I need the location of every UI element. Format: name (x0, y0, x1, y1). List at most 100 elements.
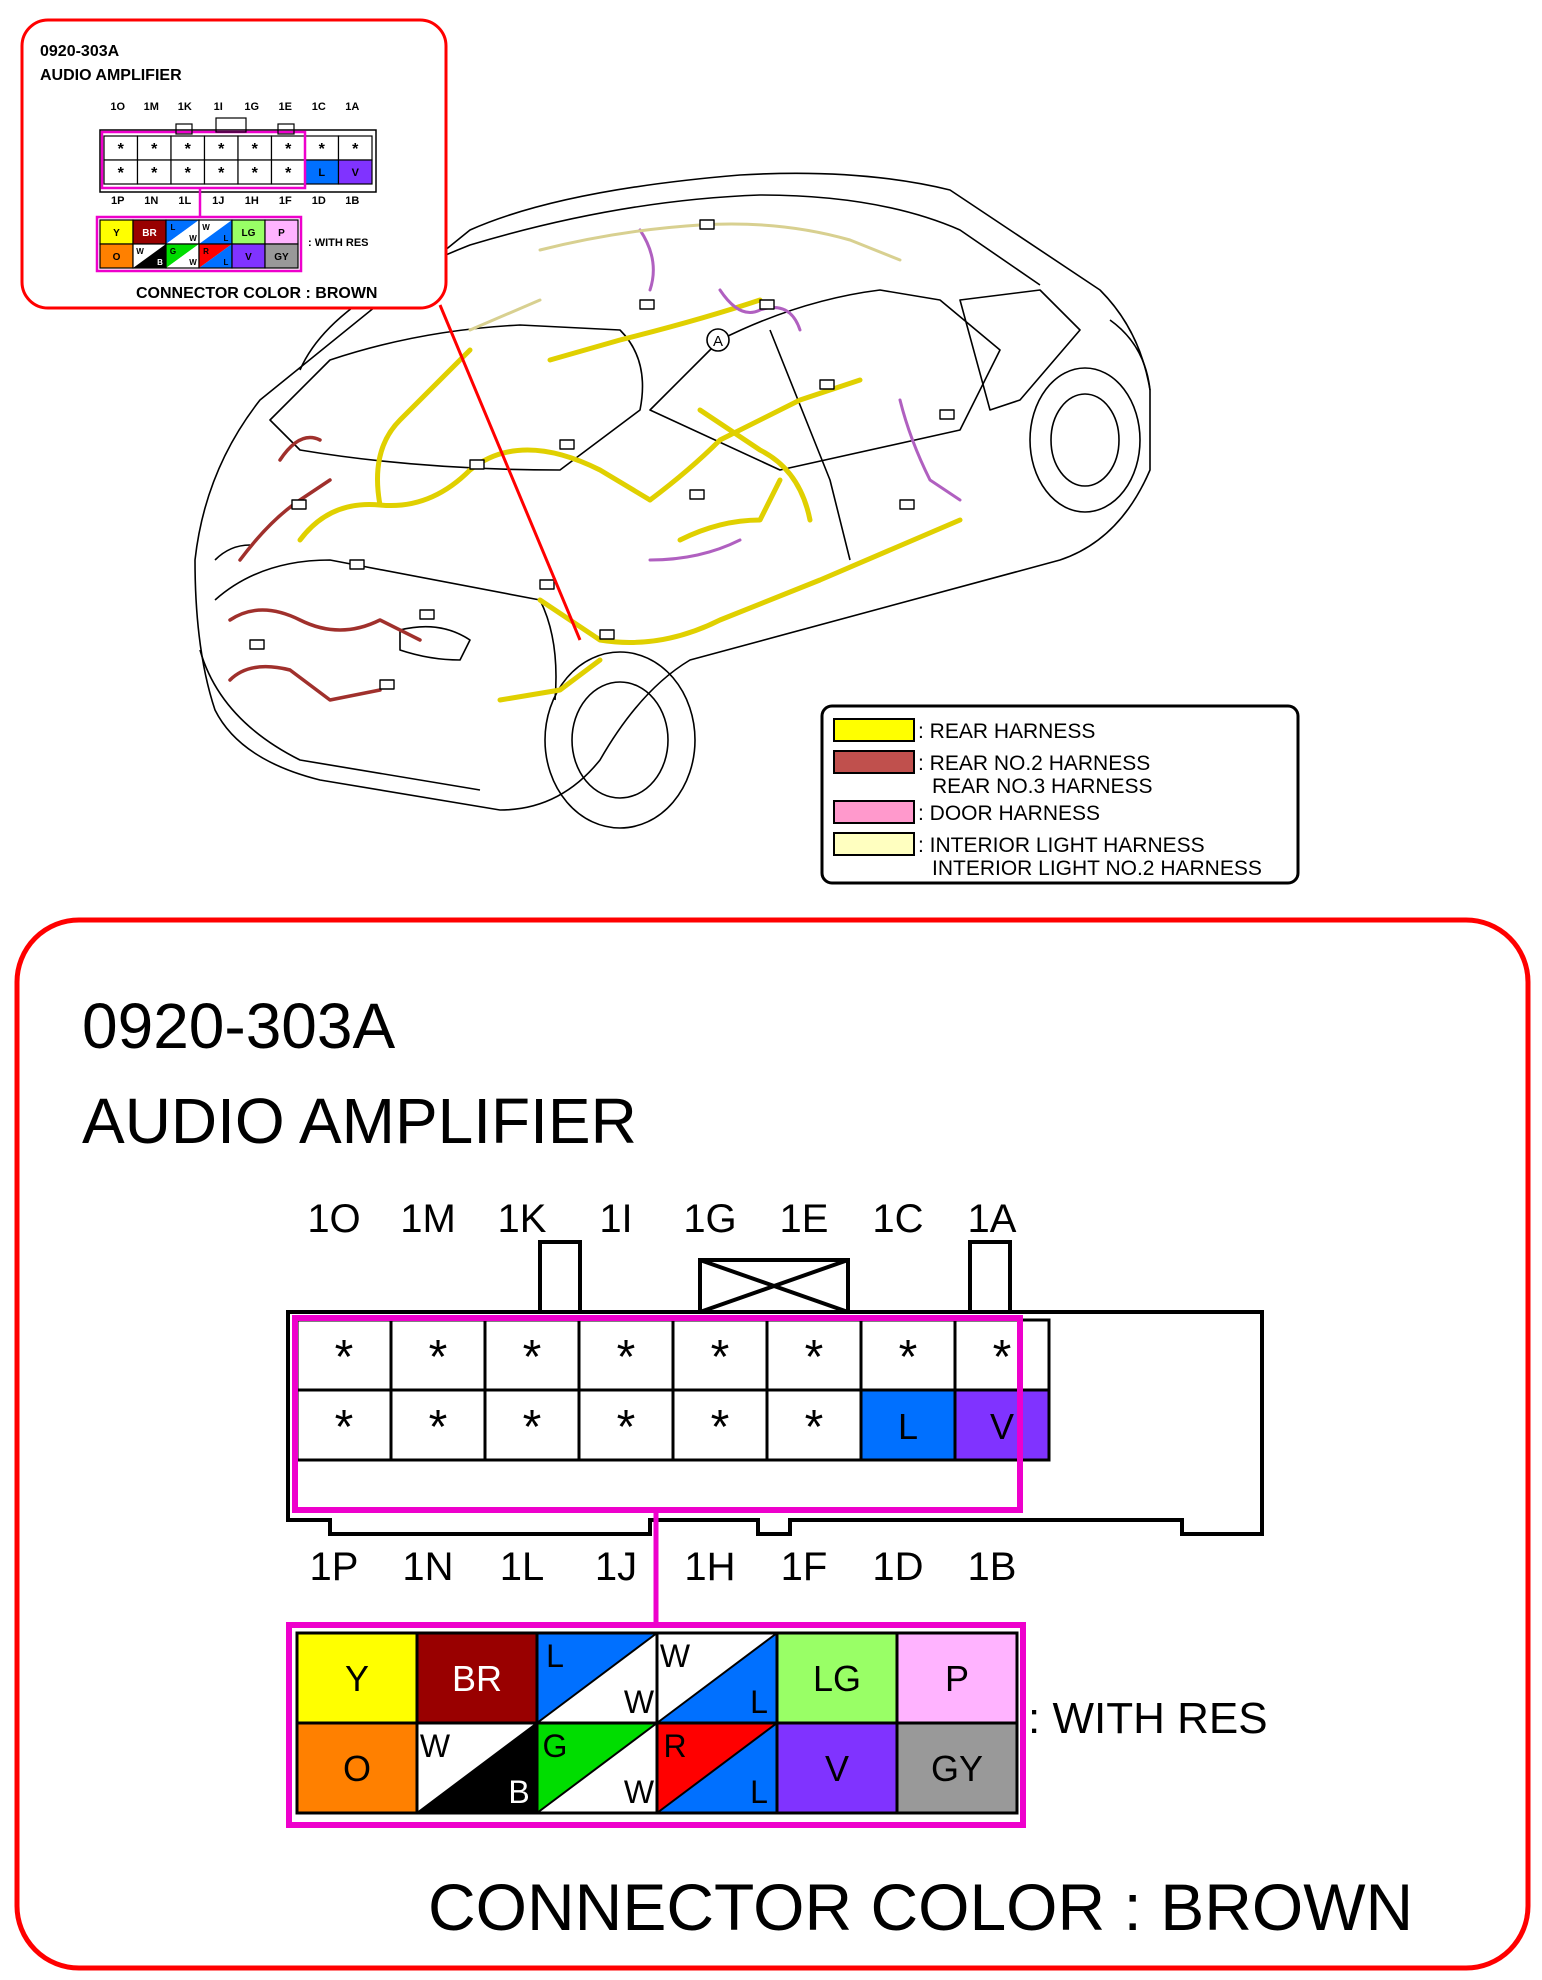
small-pin-value: * (185, 141, 192, 158)
small-pin-cell (170, 159, 206, 185)
wire-color-stripe: L (750, 1684, 768, 1720)
wire-color-label: O (343, 1748, 371, 1789)
legend-swatch (833, 832, 915, 856)
wire-color-cell: WL (655, 1631, 779, 1725)
small-pin-value: * (218, 165, 225, 182)
small-wire-color-cell: WB (132, 243, 167, 269)
wire-color-cell: LG (775, 1631, 899, 1725)
small-top-pin-label: 1I (214, 101, 223, 113)
small-pin-value: * (185, 165, 192, 182)
small-pin-cell (304, 159, 340, 185)
bottom-pin-label: 1P (310, 1545, 359, 1589)
small-wire-color-label: Y (113, 228, 120, 239)
small-pin-value: * (218, 141, 225, 158)
wire-color-cell: Y (295, 1631, 419, 1725)
small-wire-color-stripe: W (189, 258, 197, 267)
legend-item: : DOOR HARNESS (833, 800, 1100, 825)
pin-value: * (523, 1401, 542, 1454)
small-bottom-pin-label: 1H (245, 195, 259, 207)
small-bottom-pin-label: 1J (212, 195, 224, 207)
small-pin-cell (203, 135, 239, 161)
small-bottom-pin-label: 1P (111, 195, 124, 207)
legend-swatch (833, 718, 915, 742)
small-pin-cell (203, 159, 239, 185)
small-connector-color: CONNECTOR COLOR : BROWN (136, 285, 377, 302)
small-wire-color-label: P (278, 228, 285, 239)
pin-cell (953, 1318, 1051, 1392)
bottom-pin-label: 1N (402, 1545, 453, 1589)
small-wire-color-primary: R (203, 247, 209, 256)
pin-value: * (805, 1401, 824, 1454)
wire-color-stripe: L (750, 1774, 768, 1810)
wire-color-label: Y (345, 1658, 369, 1699)
legend-swatch (833, 800, 915, 824)
pin-cell (859, 1388, 957, 1462)
small-pin-value: V (352, 167, 360, 179)
small-pin-value: * (151, 165, 158, 182)
wire-color-cell: BR (415, 1631, 539, 1725)
small-pin-value: * (252, 141, 259, 158)
wire-color-cell: V (775, 1721, 899, 1815)
pin-value: L (898, 1406, 918, 1447)
small-pin-value: * (285, 165, 292, 182)
small-bottom-pin-label: 1D (312, 195, 326, 207)
small-pin-value: L (318, 167, 325, 179)
pin-value: * (335, 1401, 354, 1454)
pin-value: * (805, 1331, 824, 1384)
small-wire-color-stripe: L (224, 258, 229, 267)
small-pin-value: * (352, 141, 359, 158)
small-wire-color-primary: W (202, 223, 210, 232)
connector-code: 0920-303A (82, 990, 395, 1062)
small-wire-color-label: V (245, 252, 252, 263)
pin-value: * (617, 1401, 636, 1454)
small-wire-color-cell: LG (231, 219, 266, 245)
small-bottom-pin-label: 1N (144, 195, 158, 207)
small-pin-cell (237, 159, 273, 185)
pin-value: * (711, 1331, 730, 1384)
small-pin-value: * (151, 141, 158, 158)
with-res-table-border (286, 1622, 1026, 1828)
small-with-res-label: : WITH RES (308, 237, 369, 249)
small-pin-cell (103, 135, 139, 161)
small-wire-color-primary: L (171, 223, 176, 232)
wire-color-label: LG (813, 1658, 861, 1699)
pin-value: * (711, 1401, 730, 1454)
pin-value: * (899, 1331, 918, 1384)
small-pin-cell (270, 135, 306, 161)
small-pin-cell (337, 135, 373, 161)
top-pin-label: 1K (498, 1197, 547, 1241)
car-wiring-illustration (194, 172, 1151, 829)
pin-cell (671, 1388, 769, 1462)
pin-value: * (523, 1331, 542, 1384)
pin-cell (953, 1388, 1051, 1462)
small-wire-color-stripe: W (189, 234, 197, 243)
legend-label: : DOOR HARNESS (918, 802, 1100, 825)
small-top-pin-label: 1G (244, 101, 259, 113)
pin-cell (577, 1318, 675, 1392)
small-bottom-pin-label: 1B (345, 195, 359, 207)
wire-color-primary: L (546, 1638, 564, 1674)
bottom-pin-label: 1L (500, 1545, 545, 1589)
small-wire-color-stripe: B (157, 258, 163, 267)
small-pin-value: * (252, 165, 259, 182)
wire-color-stripe: W (624, 1684, 655, 1720)
small-wire-color-label: O (113, 252, 121, 263)
small-top-pin-label: 1K (178, 101, 192, 113)
small-bottom-pin-label: 1F (279, 195, 292, 207)
wire-color-primary: W (660, 1638, 691, 1674)
small-pin-value: * (285, 141, 292, 158)
top-pin-label: 1I (599, 1197, 632, 1241)
pin-cell (389, 1318, 487, 1392)
small-top-pin-label: 1C (312, 101, 326, 113)
small-wire-color-label: LG (242, 228, 256, 239)
small-wire-color-primary: W (136, 247, 144, 256)
small-top-pin-label: 1A (345, 101, 359, 113)
with-res-label: : WITH RES (1028, 1694, 1268, 1743)
connector-name: AUDIO AMPLIFIER (82, 1085, 637, 1157)
small-top-pin-label: 1M (144, 101, 159, 113)
legend-swatch (833, 750, 915, 774)
wire-color-cell: RL (655, 1721, 779, 1815)
